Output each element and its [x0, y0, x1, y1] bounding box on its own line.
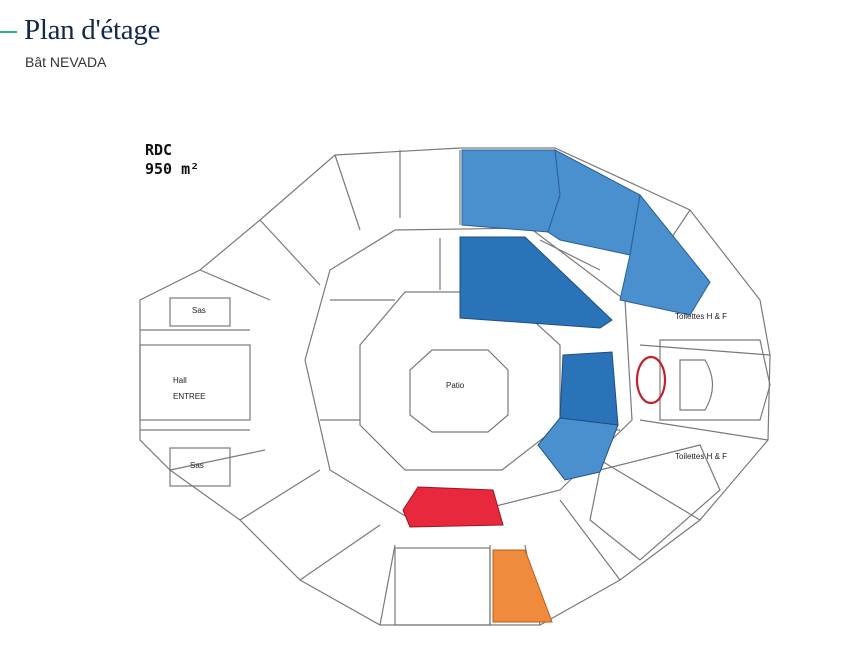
plan-heading: RDC 950 m² [145, 141, 199, 179]
circle-marker [635, 355, 667, 405]
label-patio: Patio [446, 381, 465, 390]
label-toilettes-top: Toilettes H & F [675, 312, 727, 321]
header-accent-line [0, 31, 17, 33]
orange-zone [492, 549, 553, 623]
vulcain-room-top-right [619, 193, 711, 316]
red-zone [402, 486, 504, 528]
vulcain-room-top-left [461, 149, 561, 233]
plan-area: 950 m² [145, 160, 200, 178]
plan-level: RDC [145, 141, 173, 159]
vulcain-room-lower [537, 417, 619, 481]
patio-inner [409, 349, 509, 433]
label-toilettes-bottom: Toilettes H & F [675, 452, 727, 461]
label-sas-top: Sas [192, 306, 206, 315]
label-sas-bottom: Sas [190, 461, 204, 470]
label-hall: Hall [173, 376, 187, 385]
vulcain-room-right [559, 351, 619, 426]
label-entree: ENTREE [173, 392, 205, 401]
vulcain-room-center [459, 236, 613, 329]
page-title: Plan d'étage [24, 14, 161, 46]
page-subtitle: Bât NEVADA [25, 54, 107, 70]
